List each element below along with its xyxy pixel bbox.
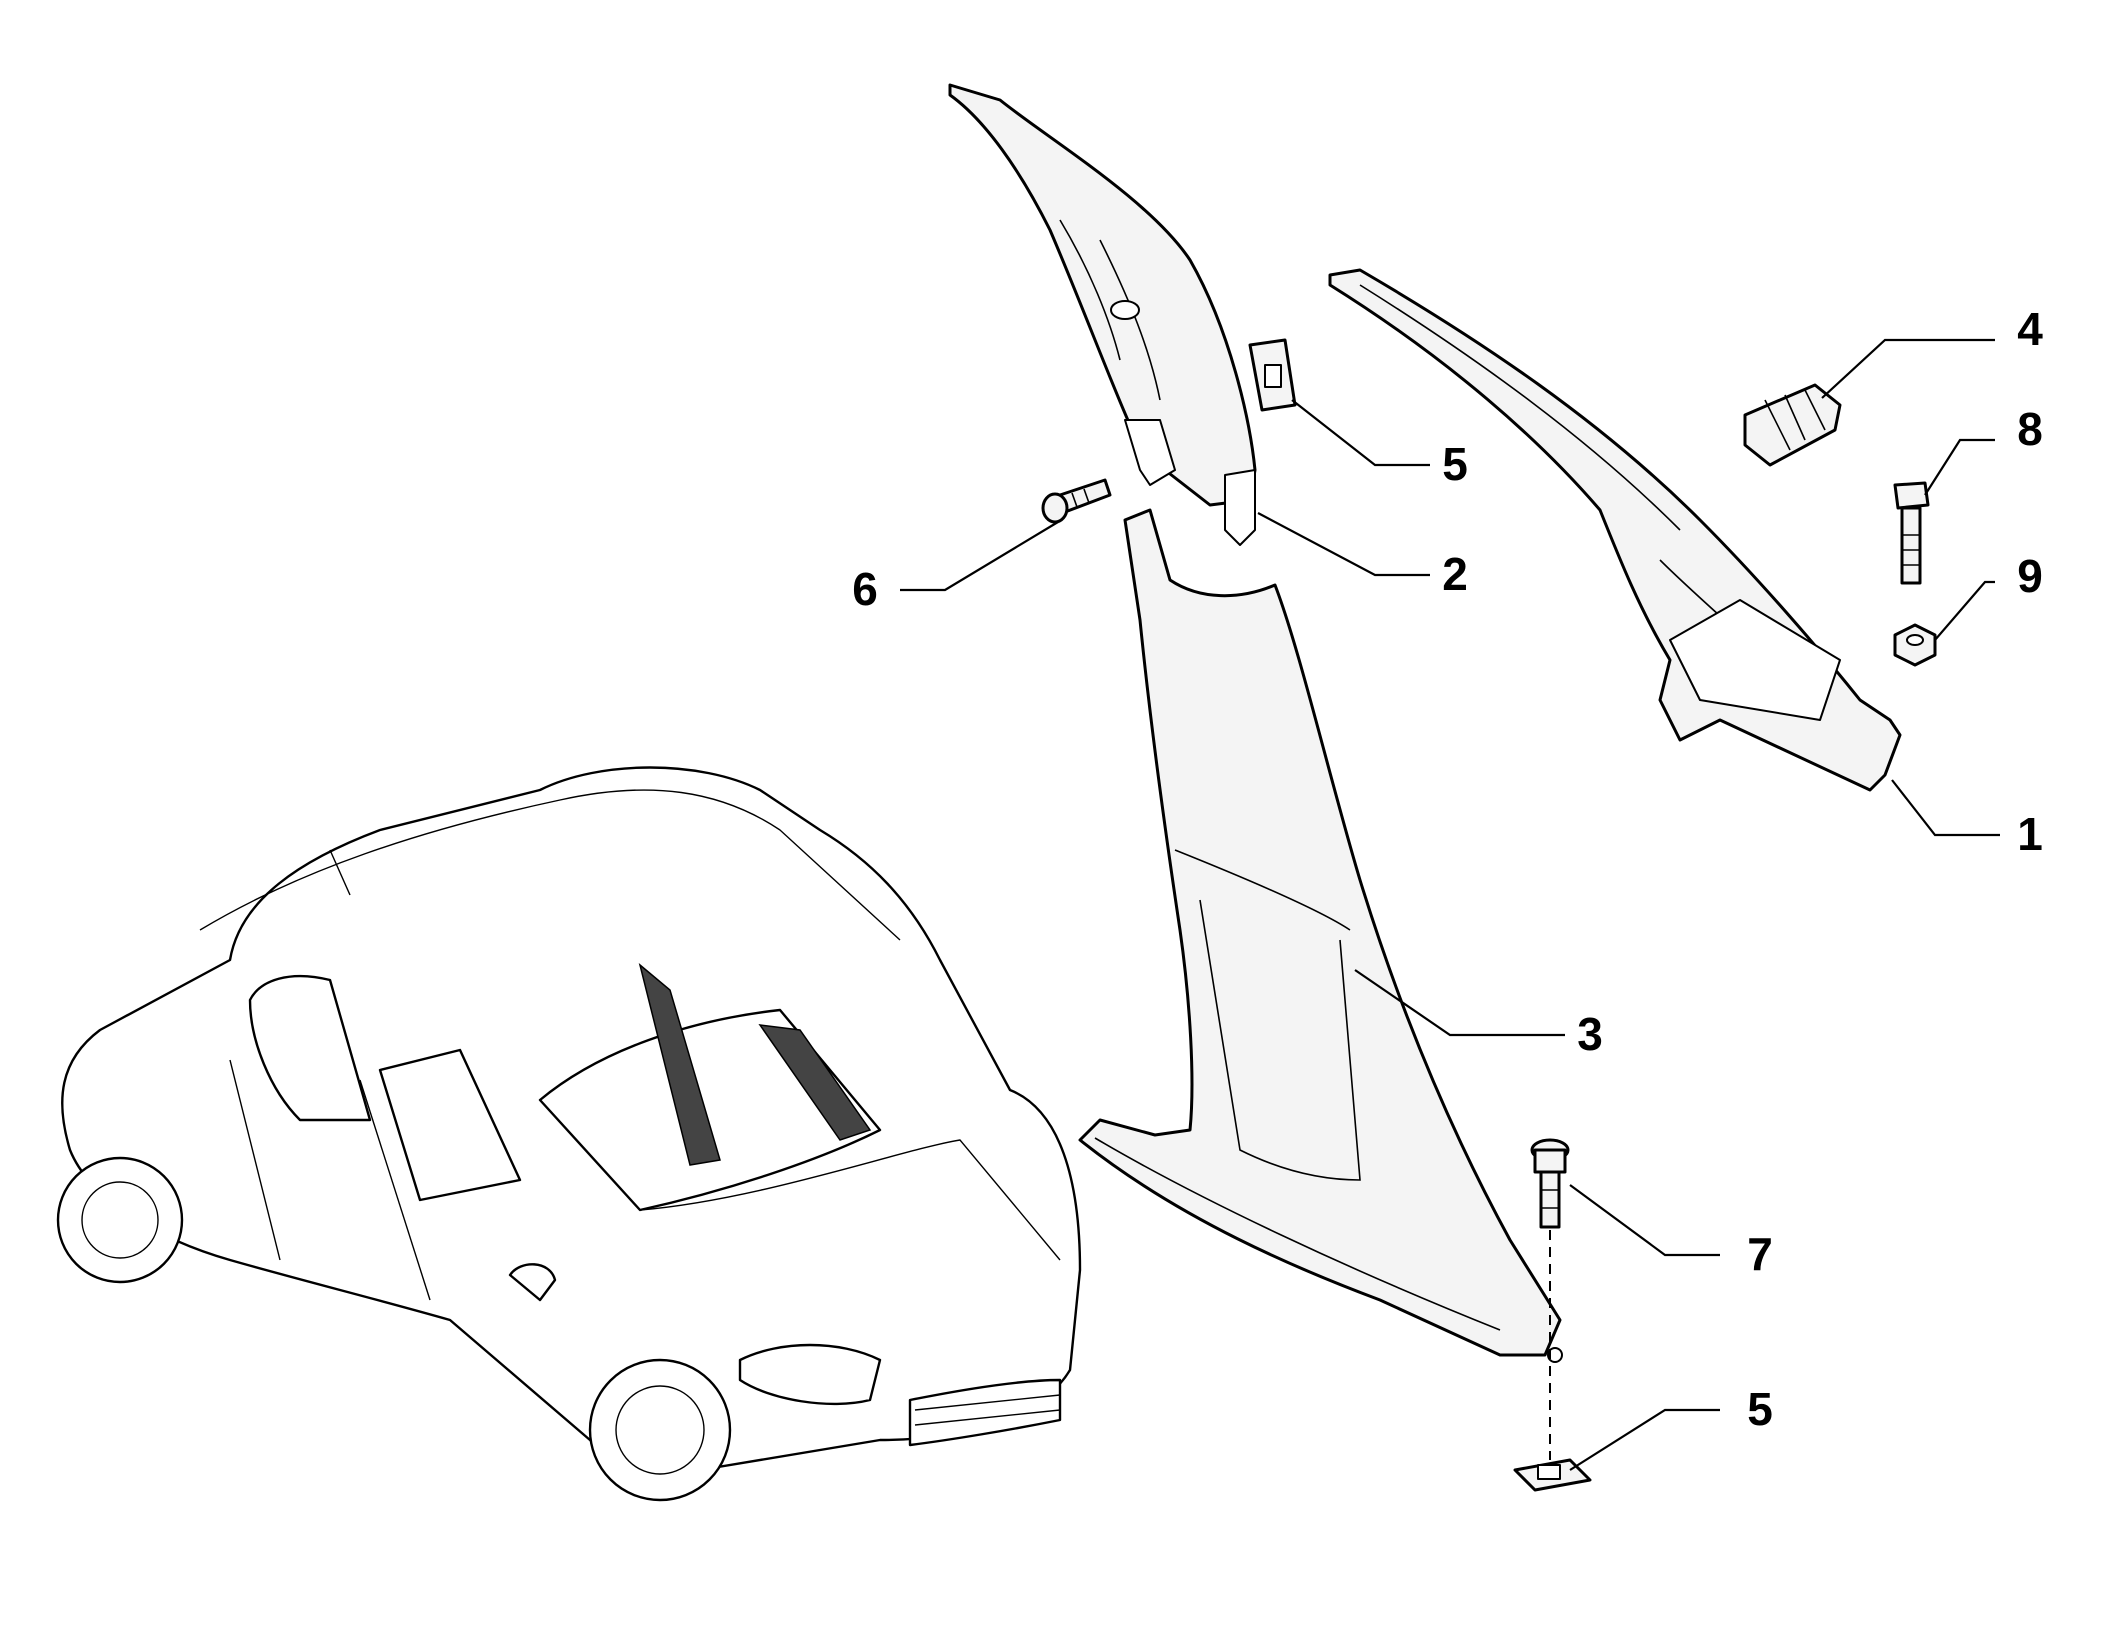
part-6-screw xyxy=(1041,478,1112,524)
callout-2: 2 xyxy=(1442,548,1468,600)
part-4-bracket xyxy=(1743,383,1842,467)
callout-8: 8 xyxy=(2017,403,2043,455)
part-8-bolt xyxy=(1893,481,1930,585)
part-5-clip-lower xyxy=(1513,1458,1592,1492)
callout-6: 6 xyxy=(852,563,878,615)
callout-9: 9 xyxy=(2017,550,2043,602)
reference-car xyxy=(56,766,1082,1502)
callout-5-upper: 5 xyxy=(1442,438,1468,490)
callout-7: 7 xyxy=(1747,1228,1773,1280)
part-2-upper-pillar-trim xyxy=(948,83,1257,546)
callout-3: 3 xyxy=(1577,1008,1603,1060)
leader-lines xyxy=(900,338,2000,1471)
part-1-pillar-trim-right xyxy=(1328,268,1902,792)
callout-labels: 1 2 3 4 5 5 6 7 8 9 xyxy=(852,303,2043,1435)
callout-5-lower: 5 xyxy=(1747,1383,1773,1435)
part-9-nut xyxy=(1893,623,1937,667)
callout-4: 4 xyxy=(2017,303,2043,355)
callout-1: 1 xyxy=(2017,808,2043,860)
part-5-clip-upper xyxy=(1248,338,1297,412)
part-3-lower-pillar-trim xyxy=(1078,508,1563,1363)
part-7-screw xyxy=(1530,1138,1570,1460)
